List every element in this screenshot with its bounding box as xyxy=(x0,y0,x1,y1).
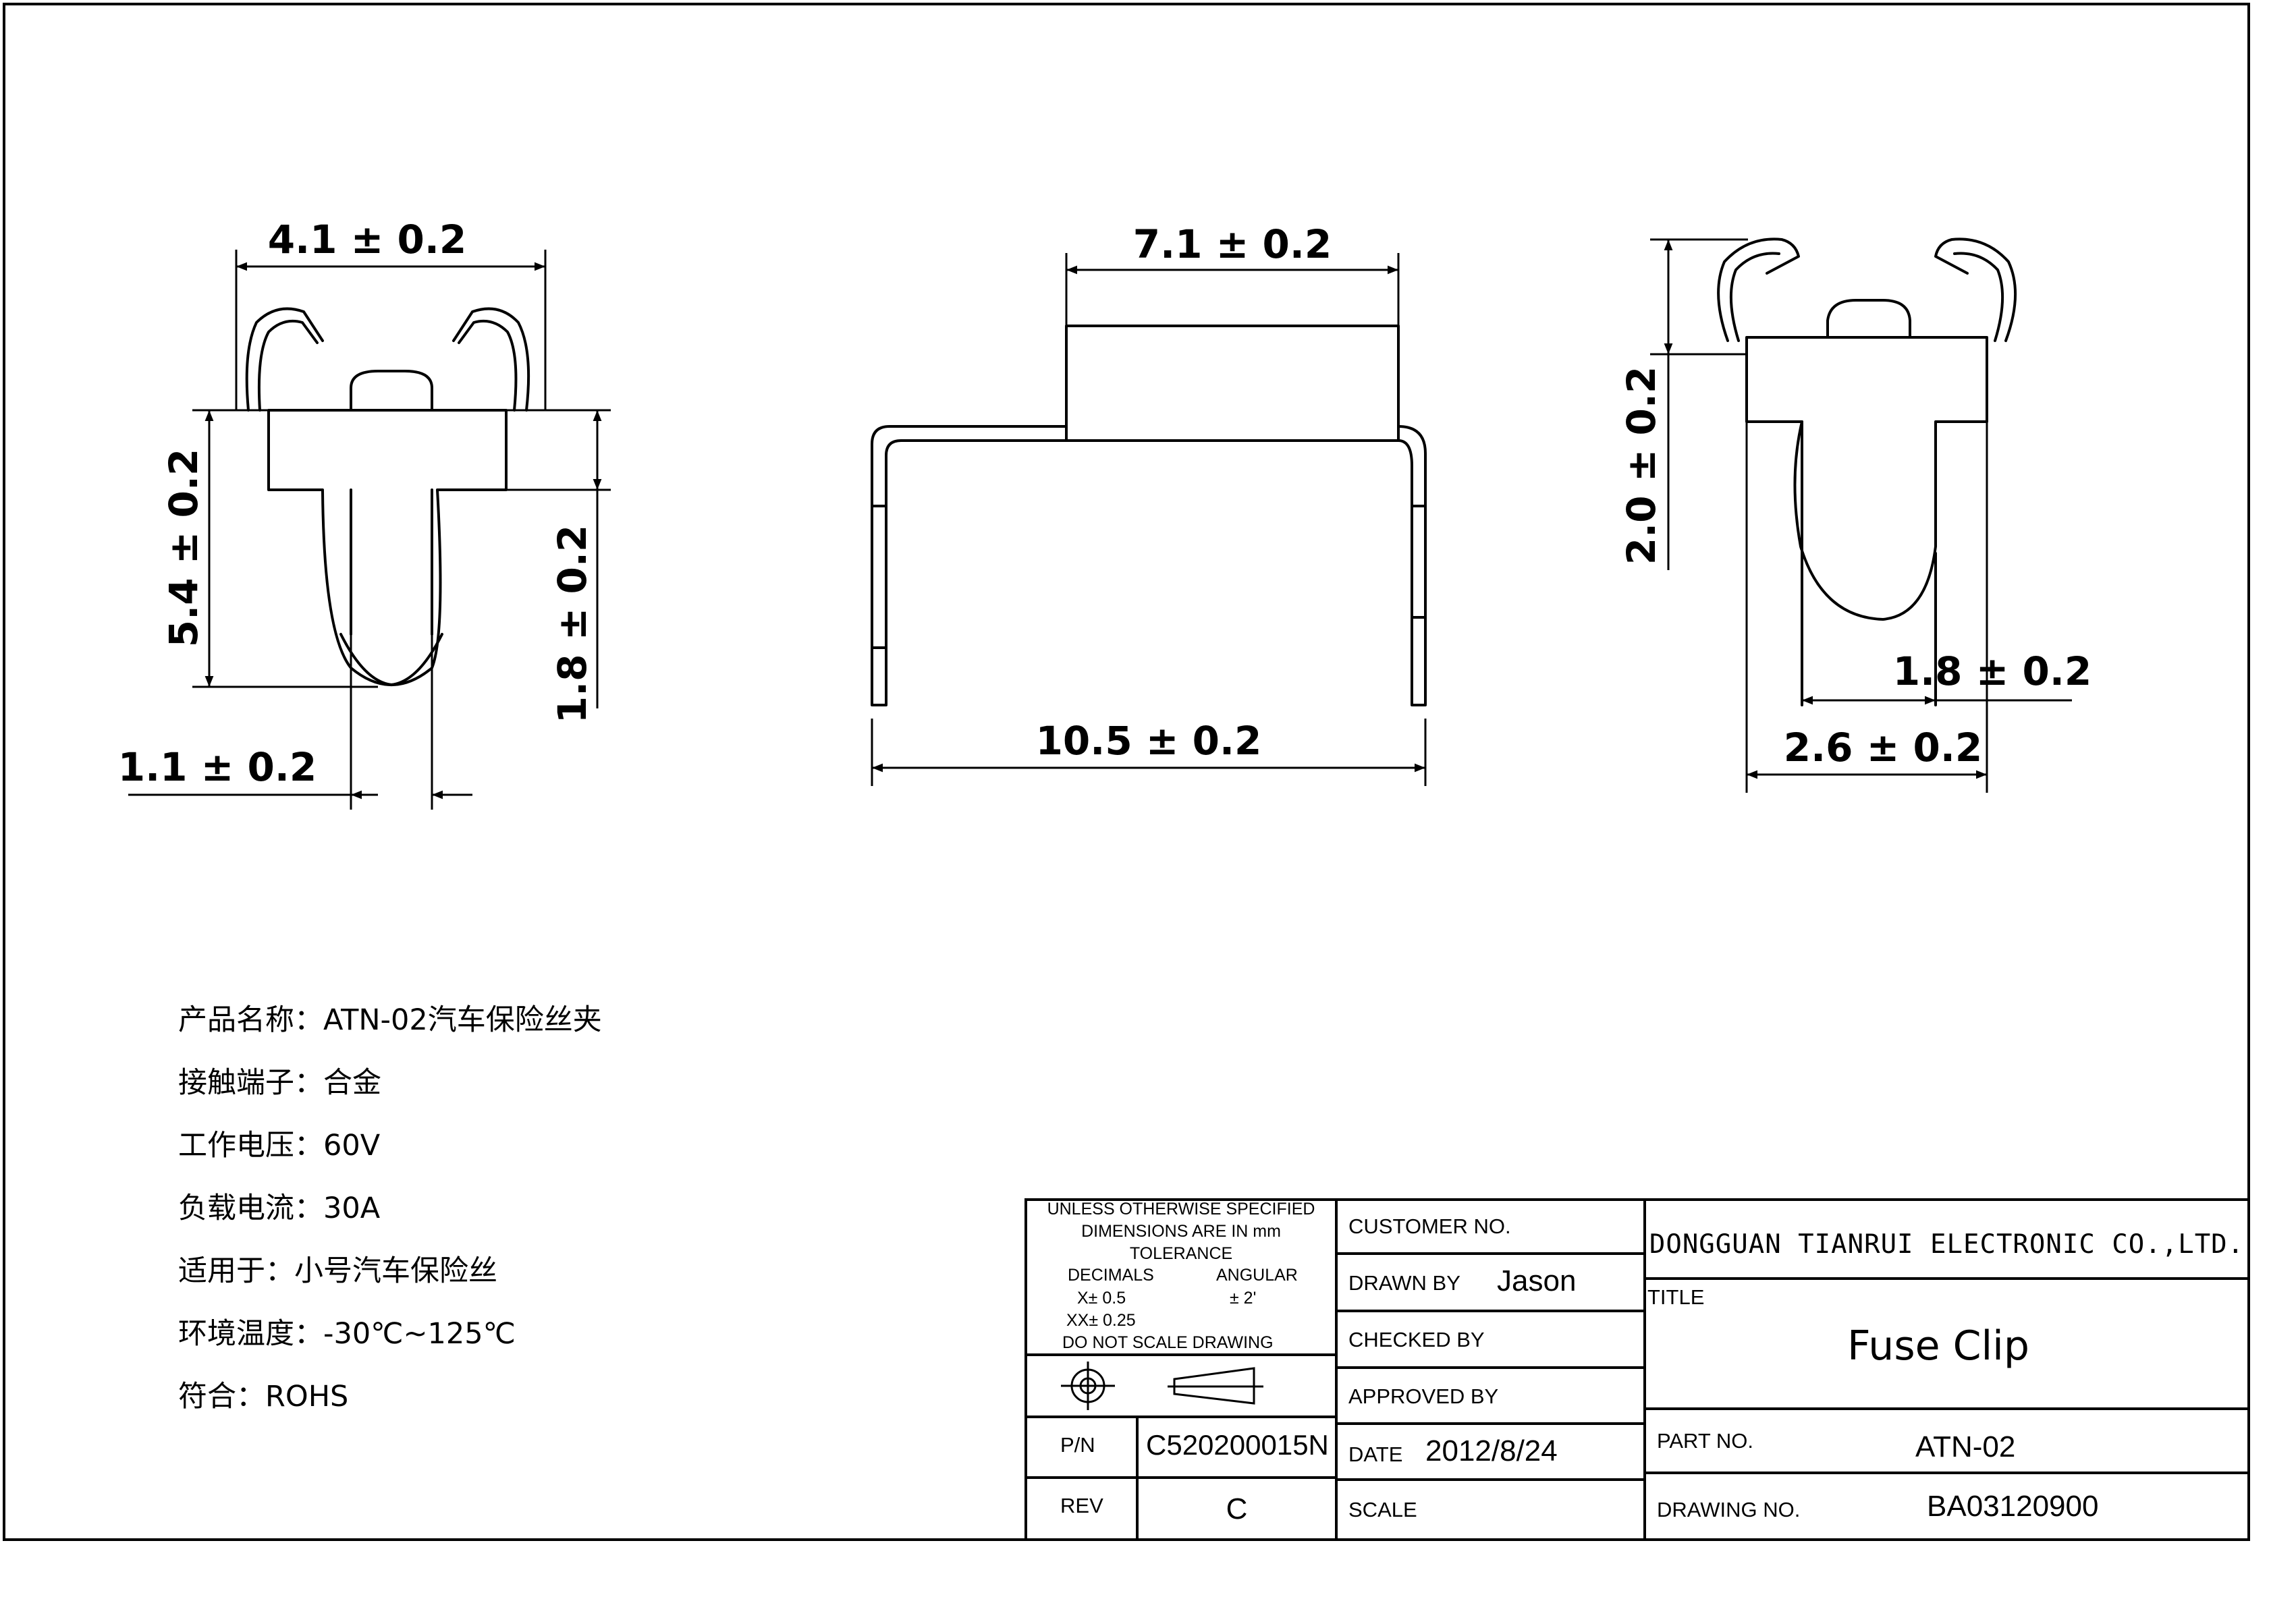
tolerance-line3: TOLERANCE xyxy=(1129,1244,1233,1263)
note-current: 负载电流：30A xyxy=(178,1192,381,1225)
dim-right-bottom: 2.6 ± 0.2 xyxy=(1784,725,1982,771)
dim-right-height: 2.0 ± 0.2 xyxy=(1618,366,1664,565)
note-compliance: 符合：ROHS xyxy=(178,1380,349,1413)
title-value: Fuse Clip xyxy=(1847,1322,2029,1370)
part-no-value: ATN-02 xyxy=(1915,1430,2016,1463)
note-application: 适用于：小号汽车保险丝 xyxy=(178,1254,497,1288)
company-name: DONGGUAN TIANRUI ELECTRONIC CO.,LTD. xyxy=(1649,1229,2245,1260)
drawn-by-label: DRAWN BY xyxy=(1348,1271,1460,1295)
middle-view xyxy=(871,325,1427,706)
tolerance-line2: DIMENSIONS ARE IN mm xyxy=(1081,1222,1281,1241)
tolerance-xx: XX± 0.25 xyxy=(1066,1311,1136,1330)
note-contact-terminal: 接触端子：合金 xyxy=(178,1066,381,1100)
tolerance-line1: UNLESS OTHERWISE SPECIFIED xyxy=(1047,1200,1315,1218)
left-view-dimension-lines xyxy=(128,250,611,810)
title-label: TITLE xyxy=(1647,1285,1705,1309)
drawn-by-value: Jason xyxy=(1497,1264,1577,1297)
date-value: 2012/8/24 xyxy=(1425,1434,1558,1467)
dim-left-height: 5.4 ± 0.2 xyxy=(161,449,207,647)
part-no-label: PART NO. xyxy=(1657,1429,1753,1453)
dim-left-side: 1.8 ± 0.2 xyxy=(549,525,595,723)
rev-value: C xyxy=(1226,1492,1248,1525)
dim-middle-top: 7.1 ± 0.2 xyxy=(1133,221,1332,267)
dim-left-width: 4.1 ± 0.2 xyxy=(268,217,466,262)
tolerance-x: X± 0.5 xyxy=(1077,1289,1126,1308)
drawing-no-value: BA03120900 xyxy=(1927,1490,2099,1523)
middle-view-dimension-lines xyxy=(871,253,1427,786)
note-voltage: 工作电压：60V xyxy=(178,1129,381,1162)
left-view xyxy=(245,307,530,686)
customer-no-label: CUSTOMER NO. xyxy=(1348,1214,1511,1238)
pn-value: C520200015N xyxy=(1146,1429,1329,1461)
right-view-dimension-lines xyxy=(1650,238,2072,793)
approved-by-label: APPROVED BY xyxy=(1348,1384,1499,1408)
tolerance-angular: ± 2' xyxy=(1230,1289,1257,1308)
dim-right-inner: 1.8 ± 0.2 xyxy=(1893,648,2092,694)
checked-by-label: CHECKED BY xyxy=(1348,1328,1485,1351)
date-label: DATE xyxy=(1348,1442,1403,1466)
scale-label: SCALE xyxy=(1348,1498,1417,1521)
note-temperature: 环境温度：-30℃~125℃ xyxy=(178,1317,516,1351)
projection-symbol-icon xyxy=(1061,1362,1263,1410)
title-block-grid xyxy=(1024,1198,2250,1541)
note-product-name: 产品名称：ATN-02汽车保险丝夹 xyxy=(178,1003,602,1037)
dim-left-bottom: 1.1 ± 0.2 xyxy=(118,744,317,790)
no-scale-note: DO NOT SCALE DRAWING xyxy=(1062,1333,1274,1352)
tolerance-angular-label: ANGULAR xyxy=(1216,1266,1298,1285)
drawing-no-label: DRAWING NO. xyxy=(1657,1498,1801,1521)
right-view xyxy=(1717,237,2017,706)
product-notes: 产品名称：ATN-02汽车保险丝夹 接触端子：合金 工作电压：60V 负载电流：… xyxy=(178,1000,988,1439)
rev-label: REV xyxy=(1060,1494,1103,1517)
tolerance-decimals-label: DECIMALS xyxy=(1068,1266,1154,1285)
dim-middle-bottom: 10.5 ± 0.2 xyxy=(1036,718,1262,764)
pn-label: P/N xyxy=(1060,1433,1095,1457)
